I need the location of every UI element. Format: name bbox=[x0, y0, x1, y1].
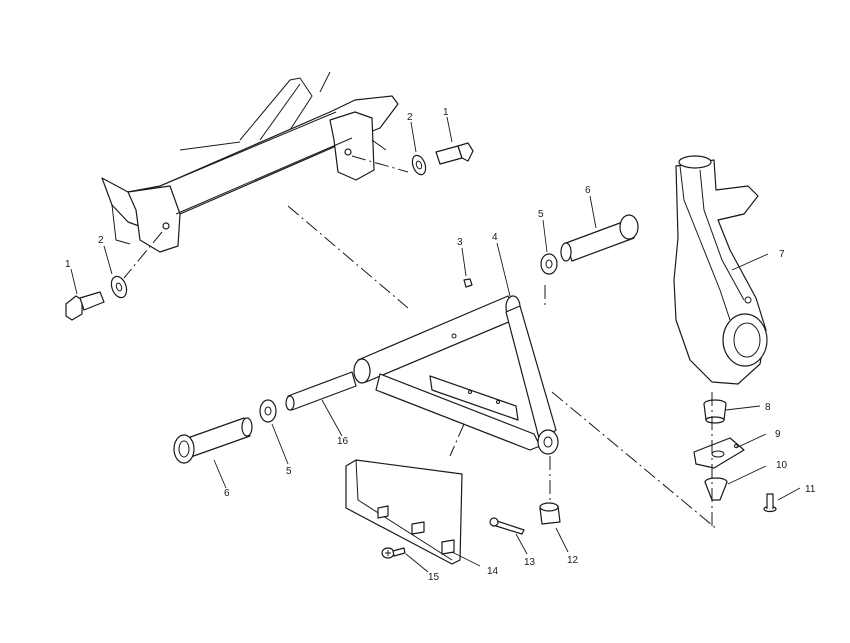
callout-4: 4 bbox=[492, 232, 498, 243]
leader-lines bbox=[70, 116, 801, 573]
callout-2-upper: 2 bbox=[407, 112, 413, 123]
callout-16: 16 bbox=[337, 436, 349, 447]
callout-7: 7 bbox=[779, 249, 785, 260]
cotter-pin bbox=[489, 517, 525, 535]
castle-nut bbox=[539, 502, 561, 525]
callout-12: 12 bbox=[567, 555, 579, 566]
callout-labels: 1 2 1 2 3 4 5 6 7 8 9 10 11 12 13 14 15 … bbox=[65, 107, 816, 583]
bolt-lower bbox=[65, 291, 105, 321]
pivot-tube-left bbox=[173, 417, 253, 464]
center-lines bbox=[123, 155, 719, 531]
shaft bbox=[285, 371, 357, 411]
cone-bushing bbox=[704, 477, 728, 501]
retainer-plate bbox=[693, 437, 745, 469]
frame-cross-member bbox=[101, 71, 399, 253]
callout-6-right: 6 bbox=[585, 185, 591, 196]
callout-2-lower: 2 bbox=[98, 235, 104, 246]
a-arm bbox=[353, 295, 559, 455]
callout-1-lower: 1 bbox=[65, 259, 71, 270]
bushing-knuckle bbox=[703, 399, 727, 424]
screw bbox=[381, 547, 406, 559]
washer-lower bbox=[110, 275, 128, 299]
washer-upper bbox=[411, 154, 427, 176]
callout-11: 11 bbox=[805, 484, 816, 495]
callout-15: 15 bbox=[428, 572, 440, 583]
a-arm-guard bbox=[345, 459, 463, 565]
callout-8: 8 bbox=[765, 402, 771, 413]
callout-14: 14 bbox=[487, 566, 499, 577]
bushing-left bbox=[259, 399, 277, 423]
callout-10: 10 bbox=[776, 460, 788, 471]
callout-1-upper: 1 bbox=[443, 107, 449, 118]
callout-5-right: 5 bbox=[538, 209, 544, 220]
callout-3: 3 bbox=[457, 237, 463, 248]
rivet bbox=[763, 493, 777, 513]
bolt-upper bbox=[435, 142, 474, 165]
steering-knuckle bbox=[673, 155, 768, 385]
grease-fitting bbox=[463, 278, 473, 288]
callout-6-left: 6 bbox=[224, 488, 230, 499]
pivot-tube-right bbox=[560, 214, 639, 262]
callout-5-left: 5 bbox=[286, 466, 292, 477]
callout-9: 9 bbox=[775, 429, 781, 440]
callout-13: 13 bbox=[524, 557, 536, 568]
bushing-right bbox=[540, 253, 558, 275]
